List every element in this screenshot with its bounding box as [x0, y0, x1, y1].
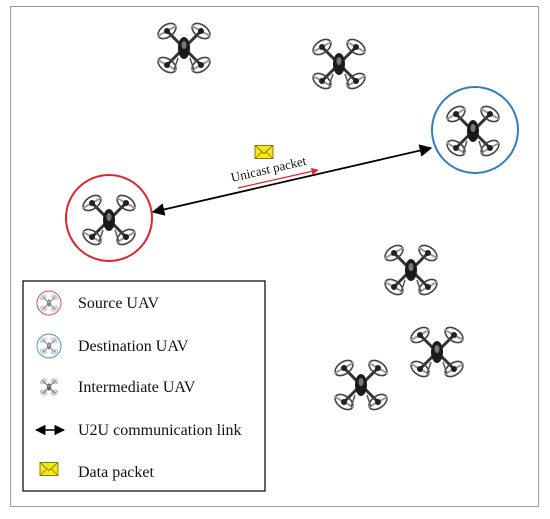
legend-box — [22, 280, 266, 492]
intermediate-uav — [330, 355, 392, 415]
legend-item-link: U2U communication link — [34, 422, 242, 439]
legend-item-packet: Data packet — [39, 462, 155, 481]
source-uav — [78, 190, 140, 250]
destination-uav-ring — [431, 86, 519, 174]
legend-label: Source UAV — [78, 295, 159, 312]
intermediate-uav — [153, 18, 215, 78]
data-packet-icon — [254, 145, 274, 159]
intermediate-uav — [380, 240, 442, 300]
packet-direction-arrow — [237, 167, 319, 189]
legend-item-source: Source UAV — [36, 290, 159, 316]
legend-item-intermediate: Intermediate UAV — [39, 377, 196, 397]
legend-item-destination: Destination UAV — [36, 333, 189, 359]
source-uav-ring — [65, 174, 153, 262]
intermediate-uav — [308, 34, 370, 94]
legend-label: Intermediate UAV — [78, 379, 196, 396]
u2u-communication-link — [151, 144, 433, 216]
legend-label: U2U communication link — [78, 422, 242, 439]
legend-label: Destination UAV — [78, 338, 189, 355]
diagram-frame — [10, 6, 539, 507]
intermediate-uav — [406, 322, 468, 382]
legend: Source UAV Destination UAV Intermediate … — [22, 280, 266, 492]
envelope-icon — [39, 462, 59, 476]
legend-label: Data packet — [78, 464, 155, 481]
destination-uav — [442, 101, 504, 161]
